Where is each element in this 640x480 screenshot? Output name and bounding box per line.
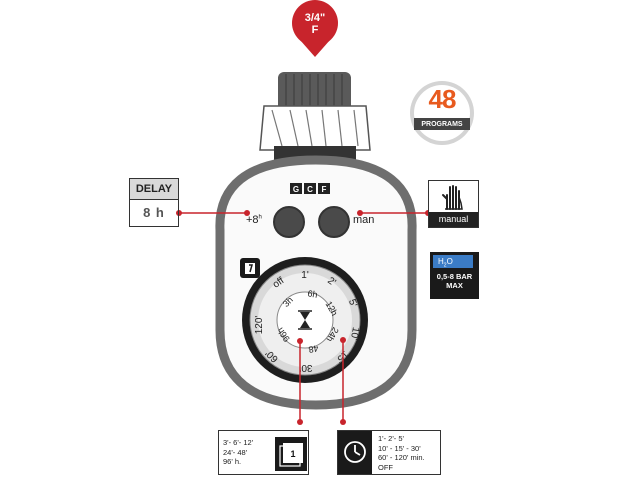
cycle-callout: 3'- 6'- 12' 24'- 48' 96' h. 1	[218, 430, 309, 475]
plus8-label-sup: h	[258, 214, 262, 221]
calendar-icon-label: 1	[290, 449, 295, 459]
battery-icon	[240, 258, 260, 278]
cycle-text: 3'- 6'- 12' 24'- 48' 96' h.	[223, 438, 253, 467]
plus8-label: +8h	[246, 214, 262, 226]
manual-label: manual	[429, 212, 478, 227]
pressure-range: 0,5-8 BAR	[436, 272, 473, 281]
tap-connector	[259, 72, 371, 160]
man-button[interactable]	[318, 206, 350, 238]
cycle-line-1: 3'- 6'- 12'	[223, 438, 254, 447]
programs-label: PROGRAMS	[421, 121, 463, 128]
pressure-max: MAX	[446, 281, 463, 290]
pressure-text: 0,5-8 BAR MAX	[430, 272, 479, 290]
svg-text:C: C	[307, 185, 313, 194]
brand-logo: G C F	[290, 183, 330, 194]
dial-inner-48: 48	[308, 343, 320, 355]
calendar-icon: 1	[275, 437, 307, 471]
plus8-button[interactable]	[273, 206, 305, 238]
delay-title: DELAY	[130, 179, 178, 200]
programs-badge-icon	[410, 81, 474, 145]
connector-size-label: 3/4" F	[284, 12, 346, 36]
dial-outer-1: 1'	[301, 270, 309, 281]
dial-outer-5: 5'	[346, 298, 359, 309]
connector-size-line2: F	[311, 24, 319, 36]
clock-icon	[338, 431, 372, 474]
dial-inner-6h: 6h	[307, 288, 319, 300]
dial-outer-120: 120'	[254, 316, 265, 335]
pressure-callout: H2O 0,5-8 BAR MAX	[430, 252, 479, 299]
h2o-h: H	[438, 257, 444, 266]
program-dial[interactable]: off 1' 2' 5' 10' 15' 30' 60' 120' 3h 6h …	[242, 257, 368, 383]
hand-icon	[442, 185, 463, 210]
connector-pin-icon	[292, 0, 338, 57]
programs-count: 48	[428, 84, 457, 114]
h2o-sub: 2	[443, 262, 447, 269]
duration-line-1: 1'- 2'- 5'	[378, 434, 404, 443]
svg-text:G: G	[293, 185, 299, 194]
dial-outer-30: 30'	[299, 362, 312, 373]
leader-lines	[179, 212, 428, 422]
duration-callout: 1'- 2'- 5' 10' - 15' - 30' 60' - 120' mi…	[337, 430, 441, 475]
delay-callout: DELAY 8 h	[129, 178, 179, 227]
h2o-tag: H2O	[433, 255, 473, 269]
cycle-line-3: 96' h.	[223, 457, 242, 466]
cycle-line-2: 24'- 48'	[223, 447, 248, 457]
man-label: man	[353, 214, 375, 226]
svg-text:F: F	[322, 185, 327, 194]
dial-outer-10: 10'	[348, 326, 361, 341]
delay-value: 8 h	[143, 205, 165, 220]
h2o-o: O	[446, 257, 453, 266]
duration-line-3: 60' - 120' min.	[378, 453, 425, 462]
plus8-label-text: +8	[246, 214, 259, 226]
duration-text: 1'- 2'- 5' 10' - 15' - 30' 60' - 120' mi…	[378, 434, 425, 472]
duration-line-2: 10' - 15' - 30'	[378, 443, 421, 453]
duration-line-4: OFF	[378, 462, 393, 472]
connector-size-line1: 3/4"	[304, 12, 326, 24]
manual-callout: manual	[428, 180, 479, 228]
